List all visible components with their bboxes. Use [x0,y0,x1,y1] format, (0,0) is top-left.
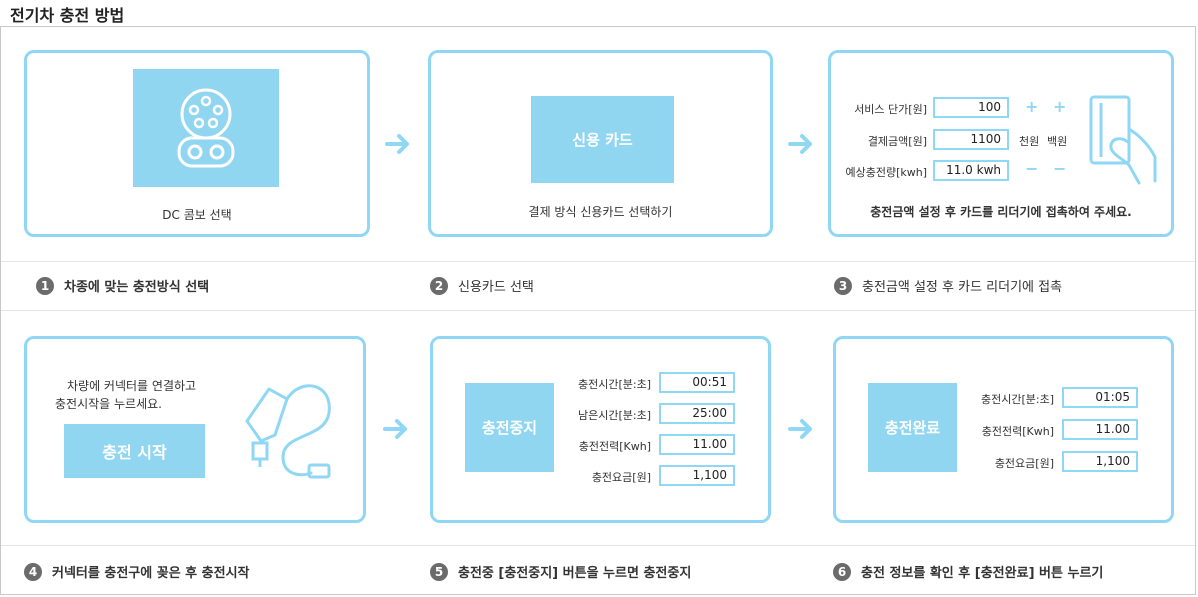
expected-charge-label: 예상충전량[kwh] [845,166,927,179]
step6-caption: 6 충전 정보를 확인 후 [충전완료] 버튼 누르기 [833,562,1103,581]
charge-power-value: 11.00 [1062,419,1138,440]
page-title: 전기차 충전 방법 [10,6,125,25]
panel1-caption: DC 콤보 선택 [162,208,232,222]
step1-number-badge: 1 [36,276,54,295]
start-charging-button[interactable]: 충전 시작 [64,424,205,478]
service-price-label: 서비스 단가[원] [854,103,927,116]
step2-panel: 신용 카드 결제 방식 신용카드 선택하기 [428,50,773,237]
charging-cable-icon [245,384,331,479]
step6-caption-text: 충전 정보를 확인 후 [충전완료] 버튼 누르기 [861,566,1104,581]
charge-fee-label: 충전요금[원] [591,471,651,484]
panel3-caption: 충전금액 설정 후 카드를 리더기에 접촉하여 주세요. [870,205,1132,219]
remaining-time-value: 25:00 [659,403,735,424]
step3-panel: 서비스 단가[원] 100 결제금액[원] 1100 예상충전량[kwh] 11… [828,50,1174,237]
minus-thousand-button[interactable]: − [1025,159,1039,178]
charge-fee-value: 1,100 [659,465,735,486]
step2-caption: 2 신용카드 선택 [430,276,534,295]
arrow-right-icon [385,134,409,154]
credit-card-button[interactable]: 신용 카드 [531,96,674,183]
expected-charge-value: 11.0 kwh [933,160,1009,181]
step6-number-badge: 6 [833,562,851,581]
charge-time-label: 충전시간[분:초] [980,393,1054,406]
row-divider [1,545,1195,546]
step4-caption-text: 커넥터를 충전구에 꽂은 후 충전시작 [52,566,250,581]
row-divider [1,261,1195,262]
step4-number-badge: 4 [24,562,42,581]
step2-caption-text: 신용카드 선택 [458,280,534,295]
remaining-time-label: 남은시간[분:초] [577,409,651,422]
panel4-instruction-line2: 충전시작을 누르세요. [55,397,162,411]
card-hand-icon [1089,95,1157,185]
minus-hundred-button[interactable]: − [1053,159,1067,178]
complete-charging-button[interactable]: 충전완료 [868,383,957,472]
step1-caption: 1 차종에 맞는 충전방식 선택 [36,276,209,295]
charge-time-value: 00:51 [659,372,735,393]
plus-hundred-button[interactable]: + [1053,97,1067,116]
charge-power-label: 충전전력[Kwh] [981,425,1054,438]
step4-caption: 4 커넥터를 충전구에 꽂은 후 충전시작 [24,562,250,581]
panel4-instruction-line1: 차량에 커넥터를 연결하고 [67,379,197,393]
plus-thousand-button[interactable]: + [1025,97,1039,116]
step5-caption: 5 충전중 [충전중지] 버튼을 누르면 충전중지 [430,562,691,581]
charge-fee-label: 충전요금[원] [994,457,1054,470]
arrow-right-icon [383,419,407,439]
step5-panel: 충전중지 충전시간[분:초] 00:51 남은시간[분:초] 25:00 충전전… [430,336,771,523]
step3-caption: 3 충전금액 설정 후 카드 리더기에 접촉 [834,276,1062,295]
dc-combo-plug-icon [177,88,235,168]
dc-combo-tile[interactable] [133,69,279,187]
unit-hundred-label: 백원 [1047,135,1068,148]
payment-amount-label: 결제금액[원] [867,135,927,148]
step5-number-badge: 5 [430,562,448,581]
step6-panel: 충전완료 충전시간[분:초] 01:05 충전전력[Kwh] 11.00 충전요… [833,336,1174,523]
service-price-value: 100 [933,97,1009,118]
step3-caption-text: 충전금액 설정 후 카드 리더기에 접촉 [862,280,1063,295]
step4-panel: 차량에 커넥터를 연결하고 충전시작을 누르세요. 충전 시작 [24,336,366,523]
payment-amount-value: 1100 [933,129,1009,150]
stop-charging-button[interactable]: 충전중지 [465,383,554,472]
charge-time-label: 충전시간[분:초] [577,378,651,391]
step2-number-badge: 2 [430,276,448,295]
step1-caption-text: 차종에 맞는 충전방식 선택 [64,280,210,295]
charge-power-value: 11.00 [659,434,735,455]
arrow-right-icon [788,134,812,154]
charge-power-label: 충전전력[Kwh] [578,440,651,453]
step5-caption-text: 충전중 [충전중지] 버튼을 누르면 충전중지 [458,566,692,581]
step1-panel: DC 콤보 선택 [24,50,370,237]
step3-number-badge: 3 [834,276,852,295]
row-divider [1,310,1195,311]
unit-thousand-label: 천원 [1019,135,1040,148]
arrow-right-icon [788,419,812,439]
panel2-caption: 결제 방식 신용카드 선택하기 [528,205,673,219]
charge-time-value: 01:05 [1062,387,1138,408]
charge-fee-value: 1,100 [1062,451,1138,472]
